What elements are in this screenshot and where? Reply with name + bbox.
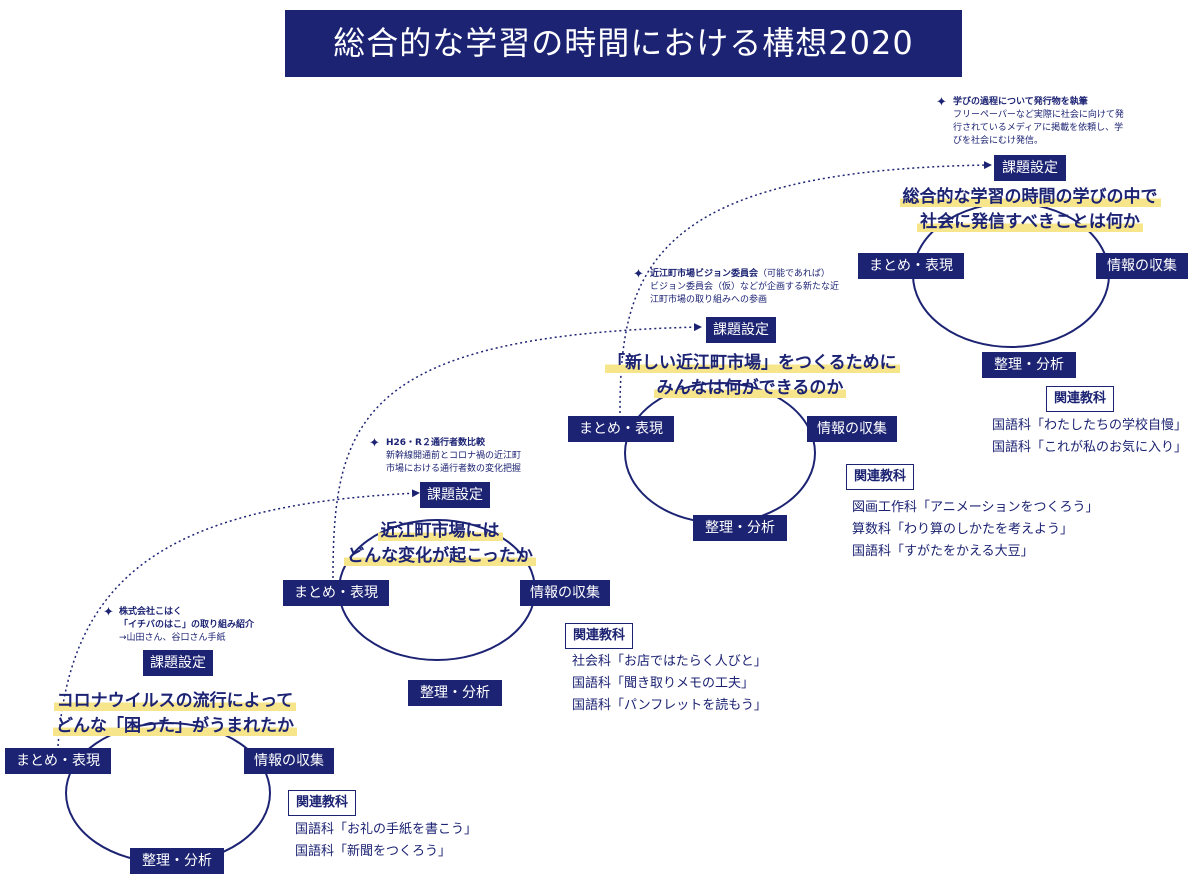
cycle-2-organize-analyze: 整理・分析 [408, 680, 502, 706]
cycle-1-question: コロナウイルスの流行によって どんな「困った」がうまれたか [40, 689, 310, 739]
cycle-1-organize-analyze: 整理・分析 [130, 848, 224, 874]
note-kohaku: 株式会社こはく 「イチバのはこ」の取り組み紹介 →山田さん、谷口さん手紙 [119, 607, 255, 643]
cycle-1-related-subjects: 国語科「お礼の手紙を書こう」 国語科「新聞をつくろう」 [295, 822, 478, 859]
note-traffic-comparison: H26・R２通行者数比較 新幹線開通前とコロナ禍の近江町 市場における通行者数の… [386, 438, 522, 474]
cycle-4-task-setting: 課題設定 [994, 155, 1066, 181]
note-publication: 学びの過程について発行物を執筆 フリーペーパーなど実際に社会に向けて発 行されて… [953, 97, 1124, 146]
star-icon: ✦ [633, 267, 644, 282]
connector-1-2 [57, 489, 420, 747]
cycle-1-task-setting: 課題設定 [143, 650, 213, 676]
cycle-2-info-collection: 情報の収集 [520, 580, 610, 606]
cycle-2-related-subjects: 社会科「お店ではたらく人びと」 国語科「聞き取りメモの工夫」 国語科「パンフレッ… [572, 654, 767, 713]
cycle-3-related-subjects: 図画工作科「アニメーションをつくろう」 算数科「わり算のしかたを考えよう」 国語… [852, 500, 1099, 559]
star-icon: ✦ [103, 605, 114, 620]
star-icon: ✦ [936, 95, 947, 110]
cycle-3-ellipse [624, 382, 816, 524]
cycle-3-info-collection: 情報の収集 [807, 416, 897, 442]
cycle-2-task-setting: 課題設定 [420, 482, 490, 508]
cycle-4-related-subjects: 国語科「わたしたちの学校自慢」 国語科「これが私のお気に入り」 [992, 418, 1188, 455]
cycle-1-summary-expression: まとめ・表現 [5, 748, 111, 774]
cycle-3-summary-expression: まとめ・表現 [568, 416, 674, 442]
cycle-4-related-subjects-label: 関連教科 [1046, 386, 1115, 412]
cycle-4-info-collection: 情報の収集 [1096, 253, 1188, 279]
page-title: 総合的な学習の時間における構想2020 [285, 10, 962, 77]
cycle-3-task-setting: 課題設定 [706, 317, 776, 343]
cycle-3-question: 「新しい近江町市場」をつくるために みんなは何ができるのか [605, 351, 900, 401]
note-vision-committee: 近江町市場ビジョン委員会（可能であれば） ビジョン委員会（仮）などが企画する新た… [650, 269, 840, 305]
cycle-2-question: 近江町市場には どんな変化が起こったか [330, 519, 550, 569]
connector-2-3 [332, 323, 702, 579]
cycle-1-ellipse [65, 722, 271, 864]
star-icon: ✦ [369, 436, 380, 451]
connector-3-4 [619, 161, 992, 414]
cycle-1-info-collection: 情報の収集 [244, 748, 334, 774]
cycle-4-summary-expression: まとめ・表現 [858, 253, 964, 279]
cycle-2-summary-expression: まとめ・表現 [283, 580, 389, 606]
cycle-1-related-subjects-label: 関連教科 [288, 790, 357, 816]
cycle-2-related-subjects-label: 関連教科 [565, 623, 634, 649]
cycle-3-organize-analyze: 整理・分析 [693, 515, 787, 541]
cycle-3-related-subjects-label: 関連教科 [846, 464, 915, 490]
cycle-4-question: 総合的な学習の時間の学びの中で 社会に発信すべきことは何か [895, 185, 1165, 235]
cycle-4-organize-analyze: 整理・分析 [982, 352, 1076, 378]
